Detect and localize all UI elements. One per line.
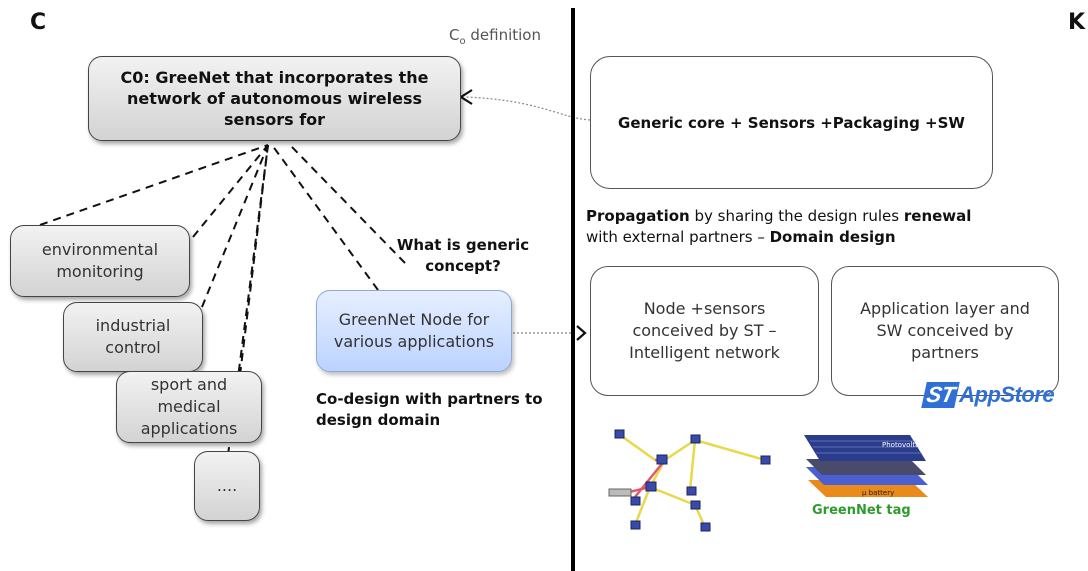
sensor-network-illustration xyxy=(608,429,771,532)
dashed-link-node xyxy=(271,144,379,291)
concept-more: .... xyxy=(194,451,260,521)
application-layer-box: Application layer and SW conceived by pa… xyxy=(831,266,1059,396)
propagation-text: Propagation by sharing the design rules … xyxy=(586,207,972,246)
generic-core-box: Generic core + Sensors +Packaging +SW xyxy=(590,56,993,189)
c0-definition-label: Co definition xyxy=(449,26,541,47)
left-section-letter: C xyxy=(30,10,47,35)
dashed-link-environmental-2 xyxy=(192,144,269,238)
dashed-link-environmental xyxy=(39,144,269,226)
dashed-link-industrial xyxy=(201,144,269,308)
greennet-node-box: GreenNet Node for various applications xyxy=(316,290,512,372)
concept-industrial-control: industrial control xyxy=(63,302,203,372)
c0-concept-box: C0: GreeNet that incorporates the networ… xyxy=(88,56,461,141)
node-sensors-box: Node +sensors conceived by ST – Intellig… xyxy=(590,266,819,396)
arrowhead-c0 xyxy=(458,89,473,105)
concept-environmental-monitoring: environmental monitoring xyxy=(10,225,190,297)
codesign-note: Co-design with partners to design domain xyxy=(316,390,543,429)
generic-concept-question: What is generic concept? xyxy=(396,236,530,275)
photovoltaic-cell-label: Photovoltaic Cell xyxy=(882,441,940,449)
arrowhead-node xyxy=(576,325,587,341)
dotted-link-generic-core xyxy=(464,96,591,121)
greennet-tag-illustration: Photovoltaic Cell μ battery xyxy=(804,435,940,497)
right-section-letter: K xyxy=(1068,10,1086,35)
concept-sport-medical: sport and medical applications xyxy=(116,371,262,443)
battery-label: μ battery xyxy=(862,489,894,497)
dashed-link-more xyxy=(227,144,269,456)
greennet-tag-caption: GreenNet tag xyxy=(812,503,911,518)
